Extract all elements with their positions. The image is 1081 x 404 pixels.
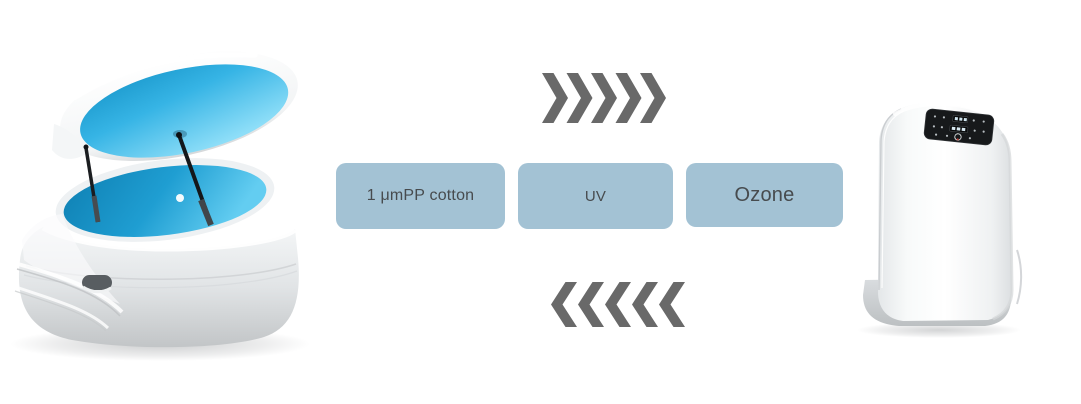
stage-box-ozone: Ozone	[686, 163, 843, 227]
flow-right-arrows-icon	[542, 73, 666, 123]
float-tank-image	[10, 49, 310, 361]
stage-label-ozone: Ozone	[734, 183, 795, 206]
stage-label-pp-cotton: 1 μmPP cotton	[366, 187, 475, 204]
stage-label-uv: UV	[584, 187, 607, 205]
stage-box-pp-cotton: 1 μmPP cotton	[336, 163, 505, 229]
flow-left-arrows-icon	[551, 282, 685, 327]
stage-box-uv: UV	[518, 163, 673, 229]
lid-struts	[83, 132, 214, 227]
purifier-image	[857, 102, 1023, 338]
control-panel	[923, 108, 995, 146]
capsule-lid	[60, 49, 298, 161]
handle-recess	[82, 275, 112, 294]
treatment-stages: 1 μmPP cotton UV Ozone	[336, 163, 843, 229]
